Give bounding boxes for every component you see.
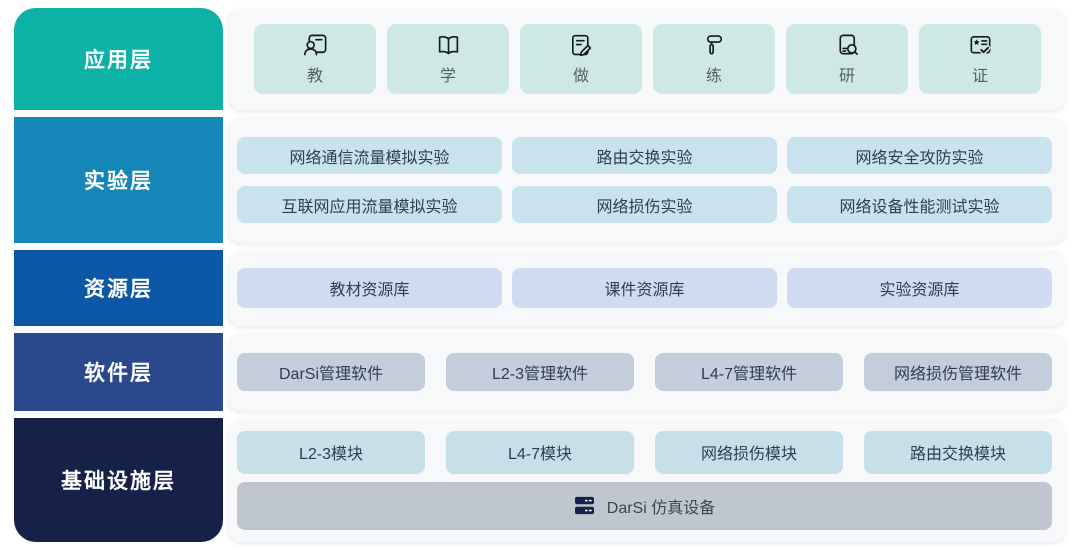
experiment-box: 互联网应用流量模拟实验 (237, 186, 502, 223)
device-label: DarSi 仿真设备 (606, 499, 716, 517)
app-label: 教 (306, 68, 323, 85)
app-box-learn: 学 (387, 24, 509, 94)
layer-row-infrastructure: 基础设施层 L2-3模块 L4-7模块 网络损伤模块 路由交换模块 (14, 418, 1066, 542)
layer-label-application: 应用层 (14, 8, 223, 110)
software-box: L2-3管理软件 (446, 353, 634, 391)
certificate-icon (970, 36, 990, 55)
device-bar: DarSi 仿真设备 (237, 481, 1052, 530)
experiment-box: 网络通信流量模拟实验 (237, 137, 502, 174)
app-label: 学 (439, 68, 456, 85)
layer-row-experiment: 实验层 网络通信流量模拟实验 路由交换实验 网络安全攻防实验 互联网应用流量模拟… (14, 117, 1066, 243)
layer-label-resource: 资源层 (14, 250, 223, 326)
teach-icon (303, 34, 326, 56)
experiment-box: 网络设备性能测试实验 (787, 186, 1052, 223)
resource-box: 教材资源库 (237, 268, 502, 308)
software-box: L4-7管理软件 (655, 353, 843, 391)
resource-box: 实验资源库 (787, 268, 1052, 308)
experiment-box: 网络安全攻防实验 (787, 137, 1052, 174)
module-box: 网络损伤模块 (655, 430, 843, 474)
resource-box: 课件资源库 (512, 268, 777, 308)
experiment-card: 网络通信流量模拟实验 路由交换实验 网络安全攻防实验 互联网应用流量模拟实验 网… (228, 117, 1066, 243)
layer-label-software: 软件层 (14, 333, 223, 411)
research-icon (838, 34, 858, 55)
app-label: 研 (838, 68, 855, 85)
module-box: L4-7模块 (446, 430, 634, 474)
layer-label-infrastructure: 基础设施层 (14, 418, 223, 542)
layer-label-experiment: 实验层 (14, 117, 223, 243)
layer-row-application: 应用层 教 学 (14, 8, 1066, 110)
experiment-box: 路由交换实验 (512, 137, 777, 174)
roller-icon (706, 35, 722, 55)
experiment-box: 网络损伤实验 (512, 186, 777, 223)
app-label: 做 (572, 68, 589, 85)
infrastructure-card: L2-3模块 L4-7模块 网络损伤模块 路由交换模块 DarSi 仿真设备 (228, 418, 1066, 542)
app-label: 练 (705, 68, 722, 85)
application-card: 教 学 做 (228, 8, 1066, 110)
app-box-research: 研 (786, 24, 908, 94)
app-label: 证 (971, 68, 988, 85)
layer-row-software: 软件层 DarSi管理软件 L2-3管理软件 L4-7管理软件 网络损伤管理软件 (14, 333, 1066, 411)
app-box-teach: 教 (254, 24, 376, 94)
book-icon (438, 36, 458, 55)
server-icon (574, 496, 594, 515)
module-box: L2-3模块 (237, 430, 425, 474)
layer-row-resource: 资源层 教材资源库 课件资源库 实验资源库 (14, 250, 1066, 326)
software-box: DarSi管理软件 (237, 353, 425, 391)
app-box-practice: 练 (653, 24, 775, 94)
resource-card: 教材资源库 课件资源库 实验资源库 (228, 250, 1066, 326)
app-box-certify: 证 (919, 24, 1041, 94)
software-card: DarSi管理软件 L2-3管理软件 L4-7管理软件 网络损伤管理软件 (228, 333, 1066, 411)
module-box: 路由交换模块 (864, 430, 1052, 474)
write-icon (571, 34, 591, 57)
software-box: 网络损伤管理软件 (864, 353, 1052, 391)
app-box-do: 做 (520, 24, 642, 94)
